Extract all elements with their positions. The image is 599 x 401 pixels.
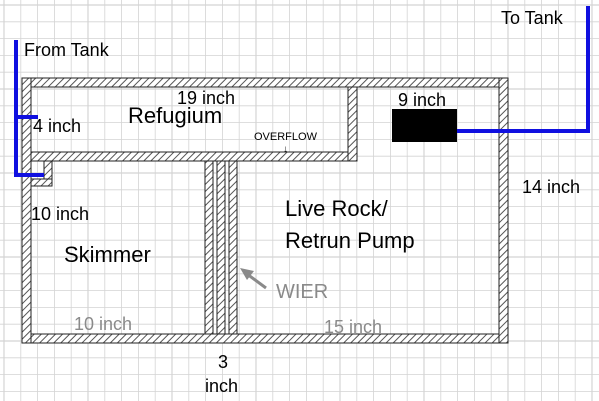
skimmer-inlet-wall-bottom [30, 178, 53, 187]
plumbing [14, 6, 590, 177]
baffle-middle [216, 160, 226, 335]
to-tank-pipe [425, 6, 590, 133]
outer-wall-bottom [21, 333, 509, 344]
live-rock-label-line2: Retrun Pump [285, 228, 415, 253]
outer-wall-right [498, 77, 509, 344]
baffle-gap-label-line1: 3 [218, 352, 228, 372]
return-pump [392, 109, 457, 142]
skimmer-width-label: 10 inch [74, 314, 132, 334]
overflow-arrow: ↓ [283, 144, 288, 155]
to-tank-label: To Tank [501, 8, 564, 28]
tank-walls [21, 77, 509, 344]
baffle-right [228, 160, 238, 335]
skimmer-label: Skimmer [64, 242, 151, 267]
refugium-height-label: 4 inch [33, 116, 81, 136]
from-tank-label: From Tank [24, 40, 110, 60]
baffle-gap-label-line2: inch [205, 376, 238, 396]
from-tank-pipe [14, 40, 44, 177]
outer-wall-top [21, 77, 509, 88]
live-rock-label-line1: Live Rock/ [285, 196, 389, 221]
pump-width-label: 9 inch [398, 90, 446, 110]
refugium-wall-bottom [30, 151, 358, 162]
outer-wall-left [21, 77, 32, 344]
refugium-length-label: 19 inch [177, 88, 235, 108]
refugium-label: Refugium [128, 103, 222, 128]
wier-label: WIER [276, 281, 328, 303]
live-rock-width-label: 15 inch [324, 317, 382, 337]
overflow-label: OVERFLOW [254, 131, 318, 143]
wier-pointer-arrow [240, 268, 267, 290]
tank-height-label: 14 inch [522, 177, 580, 197]
skimmer-height-label: 10 inch [31, 204, 89, 224]
refugium-wall-right [347, 86, 358, 162]
baffle-left [204, 160, 214, 335]
